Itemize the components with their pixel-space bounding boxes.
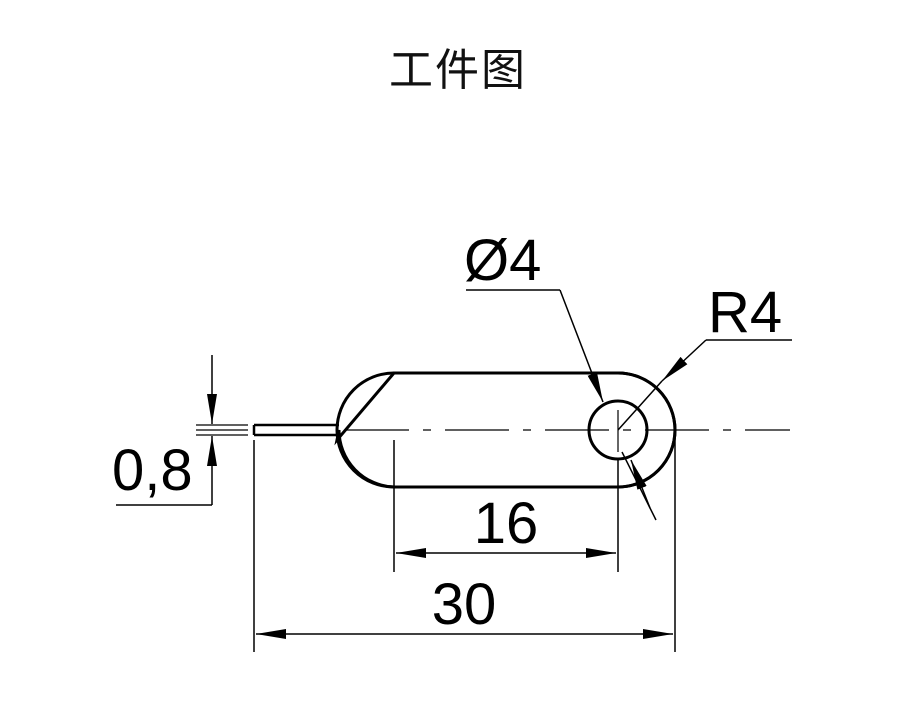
- leader-rad-inner: [617, 380, 663, 431]
- dimension-thickness: 0,8: [112, 438, 193, 503]
- dimension-overall-length: 30: [432, 572, 497, 637]
- leader-dia-tail-arrow: [630, 459, 651, 509]
- dimension-diameter: Ø4: [464, 228, 541, 293]
- leader-dia: [559, 289, 604, 403]
- dimension-radius: R4: [708, 280, 782, 345]
- drawing-title: 工件图: [389, 45, 527, 96]
- leader-rad: [661, 339, 707, 382]
- dimension-hole-distance: 16: [474, 491, 539, 556]
